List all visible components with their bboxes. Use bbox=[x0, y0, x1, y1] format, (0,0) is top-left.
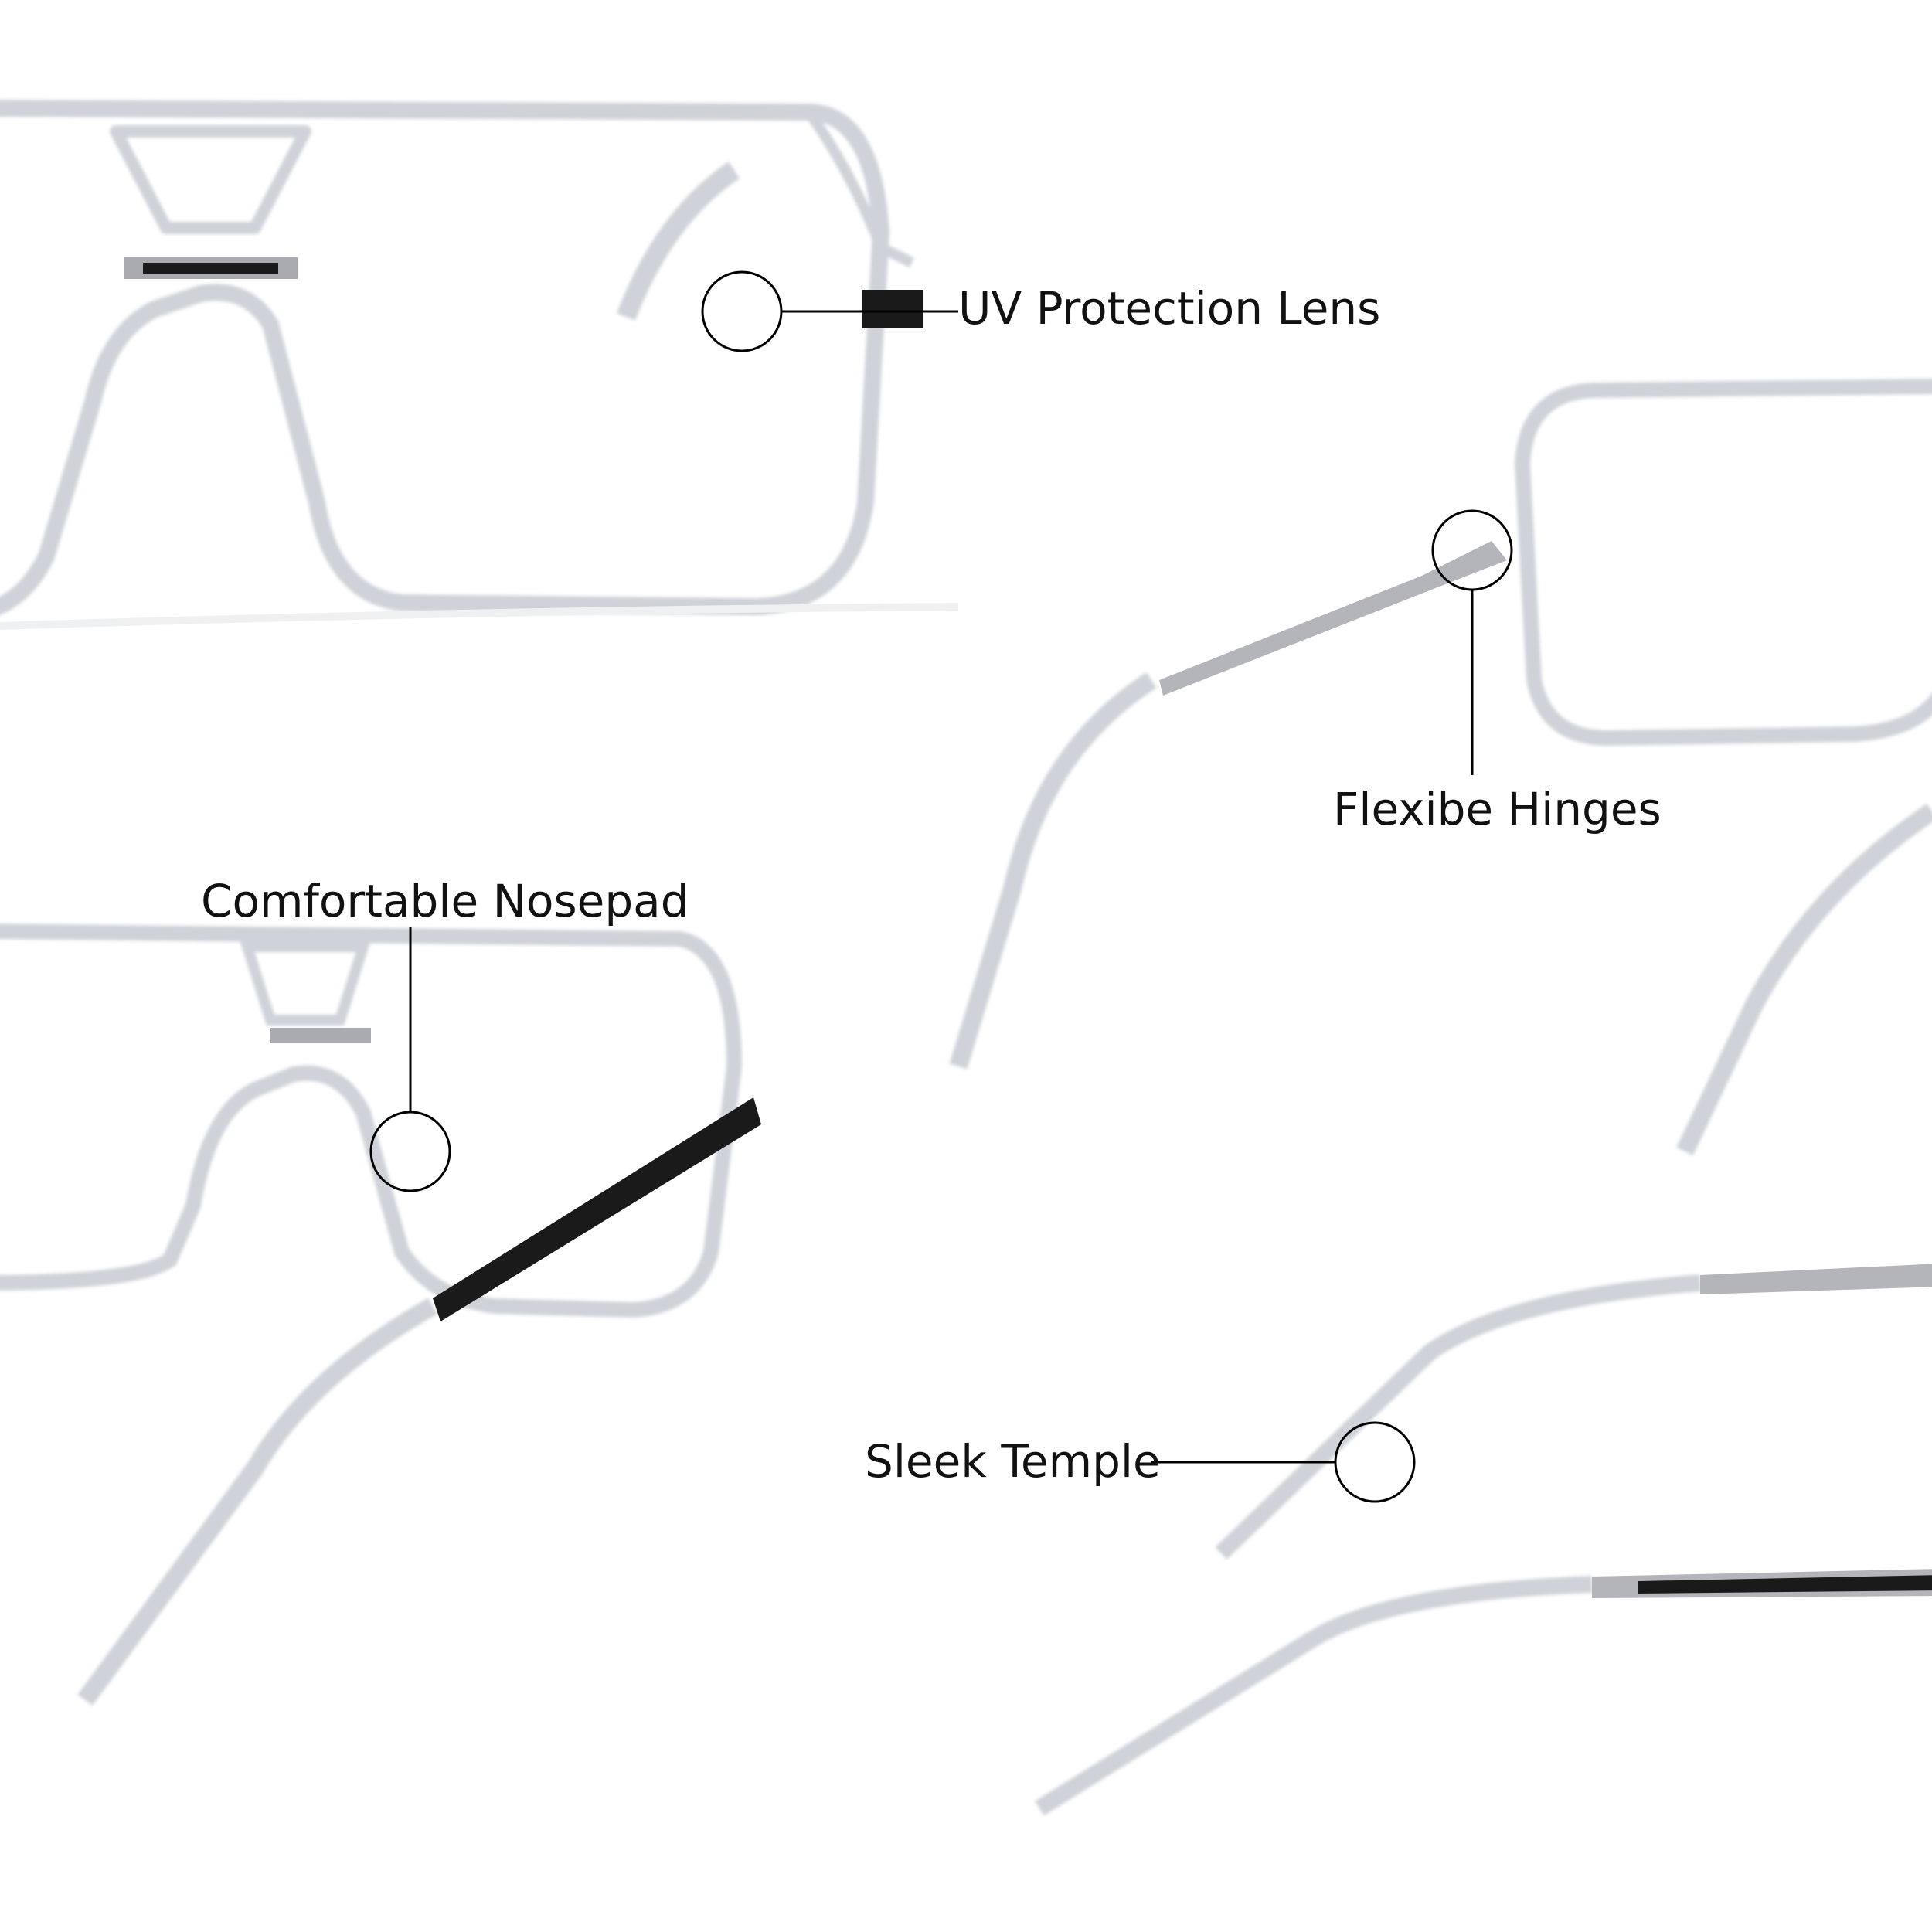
callout-hinges bbox=[1431, 509, 1513, 775]
side-metal-temple bbox=[1159, 541, 1507, 696]
angled-bridge-bar bbox=[270, 1028, 371, 1043]
upper-temple-metal bbox=[1700, 1264, 1932, 1294]
lower-temple-inlay bbox=[1638, 1575, 1932, 1594]
glasses-angled-view bbox=[0, 923, 743, 1706]
flexible-hinges-label: Flexibe Hinges bbox=[1333, 783, 1662, 835]
temples-view bbox=[1035, 1274, 1701, 1816]
nosepad-circle bbox=[369, 1111, 451, 1192]
callout-nosepad bbox=[369, 927, 451, 1192]
front-hinge-inlay bbox=[862, 290, 923, 328]
glasses-side-view bbox=[949, 379, 1932, 1156]
front-bridge-bar bbox=[124, 257, 298, 279]
angled-temple-inlay bbox=[433, 1097, 761, 1321]
uv-lens-circle bbox=[701, 270, 783, 352]
uv-protection-lens-label: UV Protection Lens bbox=[958, 282, 1381, 335]
shadow bbox=[0, 603, 959, 630]
comfortable-nosepad-label: Comfortable Nosepad bbox=[201, 875, 689, 927]
callout-temple bbox=[1151, 1421, 1416, 1503]
callout-uv-lens bbox=[701, 270, 958, 352]
temple-circle bbox=[1334, 1421, 1416, 1503]
glasses-front-view bbox=[0, 100, 915, 615]
sleek-temple-label: Sleek Temple bbox=[865, 1435, 1161, 1488]
hinges-circle bbox=[1431, 509, 1513, 591]
